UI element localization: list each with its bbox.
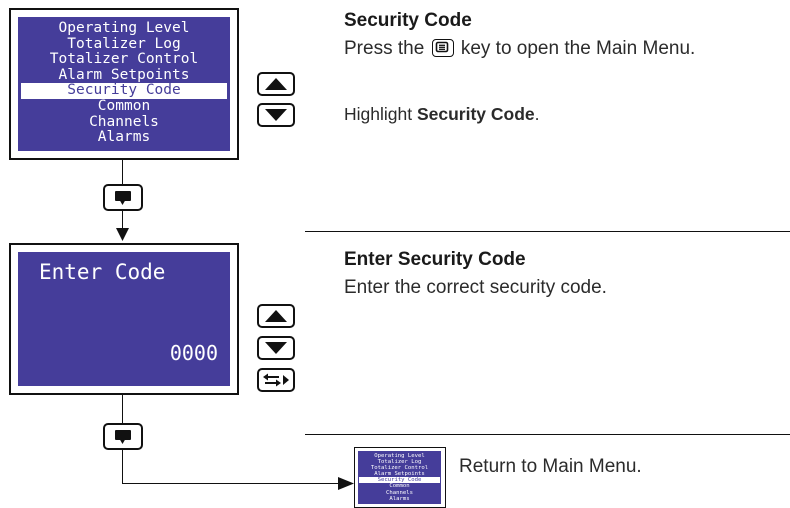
cursor-move-key-icon[interactable] bbox=[257, 368, 295, 392]
flow-line bbox=[122, 450, 123, 484]
instruction-text: . bbox=[534, 104, 540, 124]
flow-line bbox=[122, 160, 123, 184]
mini-menu-item: Alarms bbox=[389, 495, 410, 502]
up-arrow-key-icon[interactable] bbox=[257, 72, 295, 96]
menu-item-alarms: Alarms bbox=[97, 129, 151, 146]
enter-code-title: Enter Code bbox=[39, 260, 166, 284]
menu-item-channels: Channels bbox=[89, 113, 159, 130]
up-arrow-key-icon[interactable] bbox=[257, 304, 295, 328]
flow-arrowhead bbox=[338, 477, 354, 490]
main-menu-screen-frame: Operating Level Totalizer Log Totalizer … bbox=[9, 8, 239, 160]
step-instruction-open-menu: Press the key to open the Main Menu. bbox=[344, 38, 695, 60]
enter-code-screen-frame: Enter Code 0000 bbox=[9, 243, 239, 395]
instruction-bold-text: Security Code bbox=[416, 104, 535, 124]
step-instruction-enter-code: Enter the correct security code. bbox=[344, 277, 607, 298]
menu-key-icon bbox=[431, 39, 454, 57]
flow-line bbox=[122, 211, 123, 230]
section-divider bbox=[305, 434, 790, 435]
flow-line bbox=[122, 483, 340, 484]
menu-item-security-code-selected: Security Code bbox=[21, 83, 227, 99]
instruction-text: Highlight bbox=[344, 104, 413, 124]
mini-menu-item: Channels bbox=[386, 489, 413, 496]
enter-code-screen: Enter Code 0000 bbox=[18, 252, 230, 386]
step-heading-security-code: Security Code bbox=[344, 10, 472, 31]
instruction-text: Press the bbox=[344, 38, 425, 59]
mini-menu-item-selected: Security Code bbox=[359, 477, 440, 484]
menu-item-operating-level: Operating Level bbox=[58, 20, 190, 36]
main-menu-thumbnail-frame: Operating Level Totalizer Log Totalizer … bbox=[354, 447, 446, 508]
menu-item-common: Common bbox=[97, 97, 151, 114]
code-value: 0000 bbox=[169, 341, 218, 365]
step-instruction-highlight: Highlight Security Code. bbox=[344, 104, 540, 125]
flow-line bbox=[122, 395, 123, 423]
mini-menu-item: Alarm Setpoints bbox=[374, 471, 425, 478]
menu-item-totalizer-control: Totalizer Control bbox=[49, 51, 199, 68]
main-menu-screen: Operating Level Totalizer Log Totalizer … bbox=[18, 17, 230, 151]
enter-key-icon[interactable] bbox=[103, 184, 143, 211]
menu-item-alarm-setpoints: Alarm Setpoints bbox=[58, 66, 190, 83]
main-menu-thumbnail: Operating Level Totalizer Log Totalizer … bbox=[358, 451, 441, 504]
instruction-text: key to open the Main Menu. bbox=[460, 38, 696, 59]
down-arrow-key-icon[interactable] bbox=[257, 336, 295, 360]
mini-menu-item: Common bbox=[389, 483, 410, 490]
step-heading-enter-security-code: Enter Security Code bbox=[344, 249, 526, 270]
step-instruction-return: Return to Main Menu. bbox=[459, 456, 642, 477]
mini-menu-item: Totalizer Control bbox=[370, 465, 429, 472]
menu-item-totalizer-log: Totalizer Log bbox=[67, 35, 181, 52]
mini-menu-item: Totalizer Log bbox=[377, 459, 422, 466]
flow-arrowhead bbox=[116, 228, 129, 241]
mini-menu-item: Operating Level bbox=[374, 453, 425, 459]
section-divider bbox=[305, 231, 790, 232]
down-arrow-key-icon[interactable] bbox=[257, 103, 295, 127]
enter-key-icon[interactable] bbox=[103, 423, 143, 450]
